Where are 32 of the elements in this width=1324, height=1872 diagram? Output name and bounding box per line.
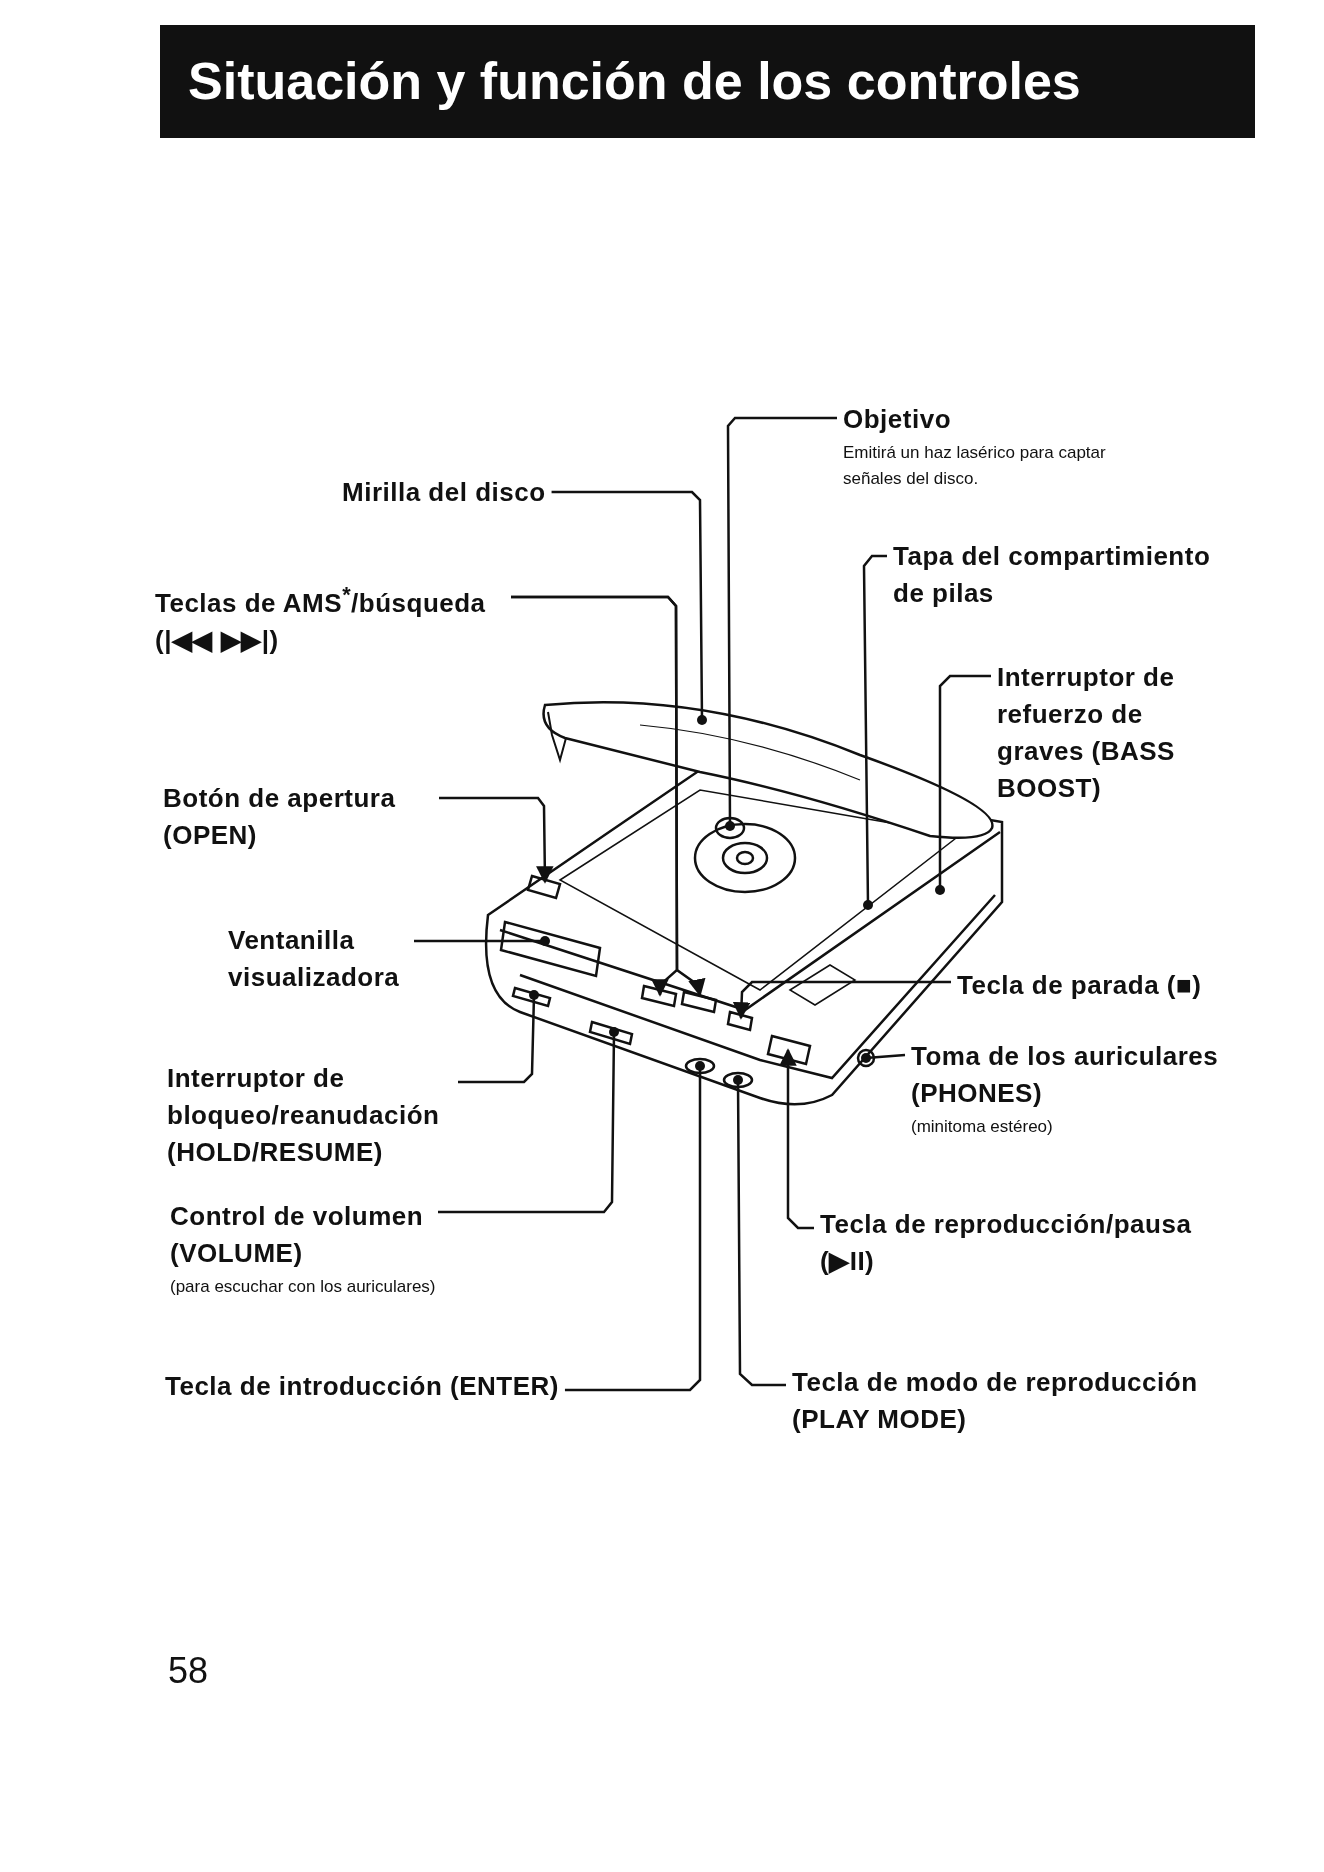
leader-line <box>551 490 707 725</box>
leader-line <box>564 1061 705 1392</box>
part-label: Tecla de reproducción/pausa (▶II) <box>820 1208 1193 1278</box>
part-description: (para escuchar con los auriculares) <box>170 1276 436 1298</box>
leader-line <box>732 980 951 1020</box>
page-number: 58 <box>168 1650 209 1692</box>
leader-line <box>439 796 554 884</box>
part-label: Tecla de parada (■) <box>957 969 1202 1002</box>
part-label: Tecla de introducción (ENTER) <box>165 1370 559 1403</box>
leader-line <box>861 1053 906 1063</box>
leader-line <box>414 936 550 946</box>
part-label: Objetivo <box>843 403 951 436</box>
leader-line <box>779 1048 814 1230</box>
leader-line <box>438 1027 619 1214</box>
part-label: Botón de apertura (OPEN) <box>163 782 397 852</box>
part-label: Tapa del compartimiento de pilas <box>893 540 1212 610</box>
part-label: Tecla de modo de reproducción (PLAY MODE) <box>792 1366 1199 1436</box>
leader-line <box>862 554 887 910</box>
leader-line <box>935 674 991 895</box>
part-label: Mirilla del disco <box>342 476 546 509</box>
part-description: (minitoma estéreo) <box>911 1116 1053 1138</box>
leader-line <box>733 1075 786 1387</box>
part-label: Control de volumen (VOLUME) <box>170 1200 425 1270</box>
part-label: Interruptor de bloqueo/reanudación (HOLD/RESUME) <box>167 1062 441 1169</box>
part-label: Toma de los auriculares (PHONES) <box>911 1040 1220 1110</box>
page-title: Situación y función de los controles <box>160 25 1255 138</box>
part-description: Emitirá un haz lasérico para captar señales del disco. <box>843 442 1107 490</box>
part-label: Interruptor de refuerzo de graves (BASS BOOST) <box>997 661 1176 805</box>
part-label: Ventanilla visualizadora <box>228 924 401 994</box>
leader-line <box>458 990 539 1084</box>
part-label: Teclas de AMS$^{*}$/búsqueda (|◀◀ ▶▶|) <box>155 581 487 657</box>
leader-line <box>725 416 837 831</box>
